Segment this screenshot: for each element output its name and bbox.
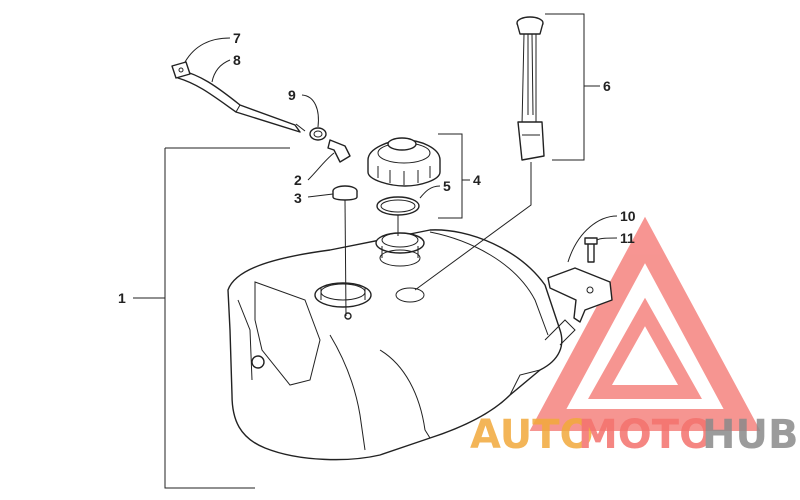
callout-5: 5: [443, 178, 451, 194]
callout-9: 9: [288, 87, 296, 103]
watermark-moto: MOTO: [578, 412, 713, 458]
hose-clamp-9: [309, 127, 327, 141]
callout-1: 1: [118, 290, 126, 306]
elbow-fitting-2: [327, 139, 351, 163]
callout-3: 3: [294, 190, 302, 206]
fuel-cap: [367, 137, 441, 187]
fuel-tank: [227, 229, 576, 461]
callout-labels: 1 2 3 4 5 6 7 8 9 10 11: [118, 30, 636, 306]
hose-end-fitting-7: [171, 61, 191, 79]
fuel-level-sender: [516, 16, 545, 161]
callout-8: 8: [233, 52, 241, 68]
grommet-3: [332, 185, 358, 201]
watermark-hub: HUB: [702, 412, 798, 458]
callout-7: 7: [233, 30, 241, 46]
cap-gasket-5: [376, 196, 420, 216]
watermark-logo: [529, 216, 761, 431]
vent-hose: [177, 69, 306, 133]
callout-10: 10: [620, 208, 636, 224]
callout-6: 6: [603, 78, 611, 94]
callout-2: 2: [294, 172, 302, 188]
watermark-auto: AUTO: [470, 412, 594, 458]
mounting-bracket: [547, 267, 613, 323]
watermark-text: AUTO MOTO HUB: [470, 412, 798, 458]
bolt-11: [584, 237, 598, 263]
callout-11: 11: [620, 230, 635, 246]
callout-4: 4: [473, 172, 481, 188]
leader-lines: [133, 13, 618, 489]
